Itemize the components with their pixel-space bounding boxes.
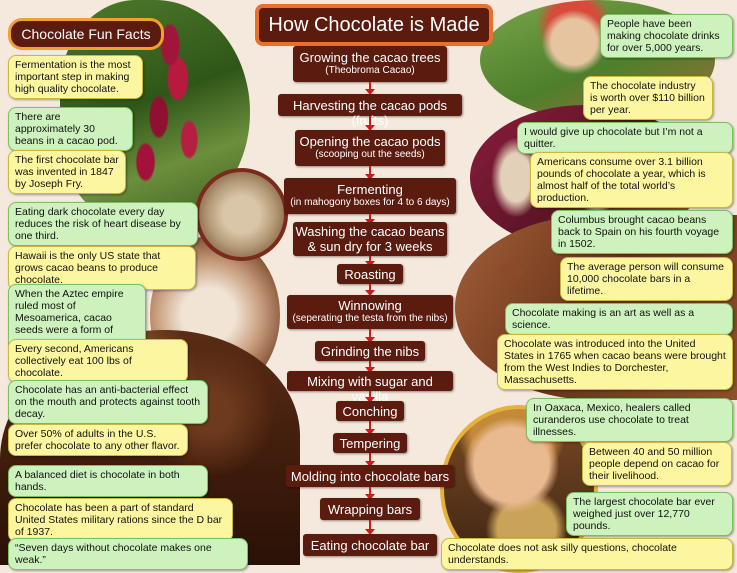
process-step: Harvesting the cacao pods (fruits) bbox=[278, 94, 462, 128]
process-step: Tempering bbox=[333, 433, 407, 453]
right-fact: Between 40 and 50 million people depend … bbox=[582, 442, 732, 486]
process-step: Opening the cacao pods(scooping out the … bbox=[295, 130, 445, 166]
right-fact: In Oaxaca, Mexico, healers called curand… bbox=[526, 398, 733, 442]
left-fact: Chocolate has been a part of standard Un… bbox=[8, 498, 233, 542]
left-fact: The first chocolate bar was invented in … bbox=[8, 150, 126, 194]
flow-arrow bbox=[365, 82, 375, 95]
flow-arrow bbox=[365, 453, 375, 467]
left-fact: Fermentation is the most important step … bbox=[8, 55, 143, 99]
flow-arrow bbox=[365, 284, 375, 296]
page-title: How Chocolate is Made bbox=[255, 4, 493, 46]
flow-arrow bbox=[365, 214, 375, 225]
process-step: Fermenting(in mahogony boxes for 4 to 6 … bbox=[284, 178, 456, 214]
process-step: Eating chocolate bar bbox=[303, 534, 437, 556]
right-fact: The largest chocolate bar ever weighed j… bbox=[566, 492, 733, 536]
flow-arrow bbox=[365, 520, 375, 535]
process-step: Grinding the nibs bbox=[315, 341, 425, 361]
left-fact: “Seven days without chocolate makes one … bbox=[8, 538, 248, 570]
left-fact: There are approximately 30 beans in a ca… bbox=[8, 107, 133, 151]
process-step: Washing the cacao beans & sun dry for 3 … bbox=[293, 222, 447, 256]
left-fact: Over 50% of adults in the U.S. prefer ch… bbox=[8, 424, 188, 456]
left-fact: A balanced diet is chocolate in both han… bbox=[8, 465, 208, 497]
flow-arrow bbox=[365, 166, 375, 180]
flow-arrow bbox=[365, 329, 375, 343]
process-step: Conching bbox=[336, 401, 404, 421]
flow-arrow bbox=[365, 116, 375, 131]
fermenting-box-photo bbox=[195, 168, 288, 261]
process-step: Winnowing(seperating the testa from the … bbox=[287, 295, 453, 329]
right-fact: Columbus brought cacao beans back to Spa… bbox=[551, 210, 733, 254]
right-fact: I would give up chocolate but I’m not a … bbox=[517, 122, 733, 154]
process-step: Molding into chocolate bars bbox=[286, 465, 454, 487]
right-fact: Chocolate was introduced into the United… bbox=[497, 334, 733, 390]
left-fact: Eating dark chocolate every day reduces … bbox=[8, 202, 198, 246]
right-fact: Chocolate does not ask silly questions, … bbox=[441, 538, 733, 570]
process-step: Growing the cacao trees(Theobroma Cacao) bbox=[293, 46, 447, 82]
right-fact: The average person will consume 10,000 c… bbox=[560, 257, 733, 301]
flow-arrow bbox=[365, 391, 375, 403]
flow-arrow bbox=[365, 361, 375, 373]
fun-facts-title: Chocolate Fun Facts bbox=[8, 18, 164, 50]
right-fact: Americans consume over 3.1 billion pound… bbox=[530, 152, 733, 208]
process-step: Wrapping bars bbox=[320, 498, 420, 520]
right-fact: Chocolate making is an art as well as a … bbox=[505, 303, 733, 335]
flow-arrow bbox=[365, 421, 375, 435]
flow-arrow bbox=[365, 487, 375, 500]
process-step: Roasting bbox=[337, 264, 403, 284]
right-fact: The chocolate industry is worth over $11… bbox=[583, 76, 713, 120]
process-step: Mixing with sugar and vanilla bbox=[287, 371, 453, 404]
left-fact: Every second, Americans collectively eat… bbox=[8, 339, 188, 383]
right-fact: People have been making chocolate drinks… bbox=[600, 14, 733, 58]
left-fact: Chocolate has an anti-bacterial effect o… bbox=[8, 380, 208, 424]
flow-arrow bbox=[365, 256, 375, 267]
